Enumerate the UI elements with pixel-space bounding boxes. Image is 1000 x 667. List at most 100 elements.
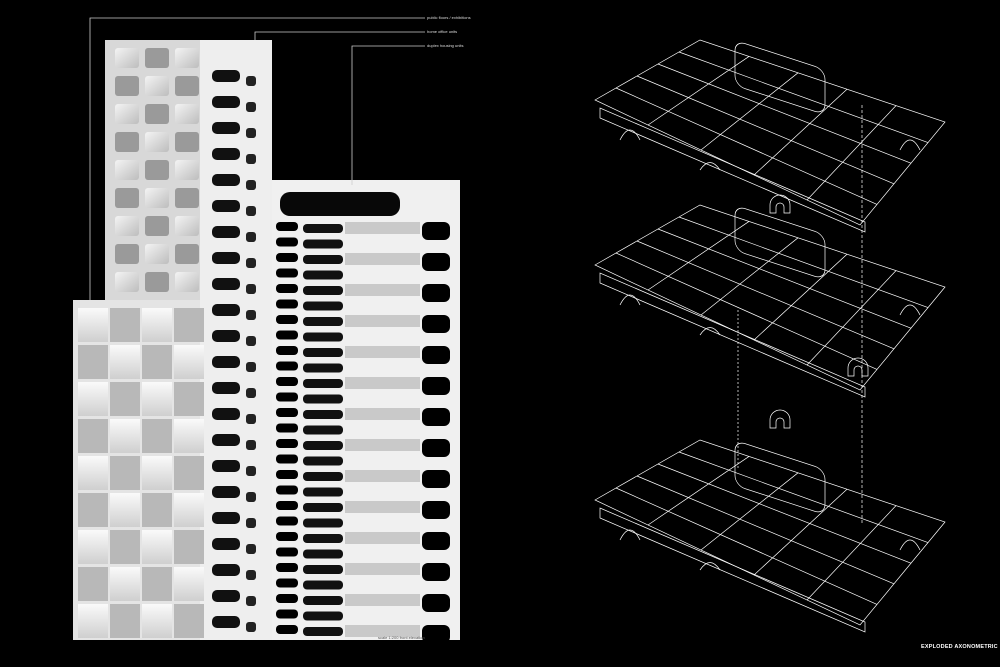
- balcony-opening: [212, 70, 240, 82]
- label-duplex-housing: duplex housing units: [427, 43, 464, 48]
- tower-window: [115, 216, 139, 236]
- balcony-opening: [212, 564, 240, 576]
- balcony-opening: [212, 200, 240, 212]
- tower-window: [145, 104, 169, 124]
- floor-plate: [594, 204, 946, 398]
- checker-cell: [142, 308, 172, 342]
- duplex-opening: [276, 299, 298, 309]
- checker-cell: [78, 456, 108, 490]
- duplex-opening: [276, 578, 298, 588]
- tower-window: [115, 48, 139, 68]
- duplex-opening: [276, 408, 298, 417]
- tower-window: [145, 244, 169, 264]
- checker-cell: [110, 567, 140, 601]
- tower-window: [175, 48, 199, 68]
- tower-window: [115, 188, 139, 208]
- duplex-opening: [276, 501, 298, 510]
- axonometric-title: EXPLODED AXONOMETRIC: [921, 644, 998, 650]
- checker-cell: [110, 604, 140, 638]
- balcony-opening: [212, 382, 240, 394]
- balcony-opening: [212, 486, 240, 498]
- balcony-opening: [212, 460, 240, 472]
- checker-cell: [78, 530, 108, 564]
- floor-plate: [594, 39, 946, 233]
- checker-cell: [78, 567, 108, 601]
- checker-cell: [174, 493, 204, 527]
- checker-cell: [78, 345, 108, 379]
- duplex-opening: [276, 625, 298, 634]
- label-home-office: home office units: [427, 29, 458, 34]
- tower-window: [115, 272, 139, 292]
- balcony-opening: [212, 512, 240, 524]
- tower-window: [115, 244, 139, 264]
- checker-cell: [110, 493, 140, 527]
- checker-cell: [110, 530, 140, 564]
- balcony-opening: [212, 304, 240, 316]
- checker-cell: [142, 493, 172, 527]
- checker-cell: [142, 604, 172, 638]
- tower-window: [175, 272, 199, 292]
- duplex-opening: [276, 470, 298, 479]
- tower-window: [145, 48, 169, 68]
- checker-cell: [142, 530, 172, 564]
- tower-window: [145, 216, 169, 236]
- scale-caption: scale 1:200 front elevation: [378, 635, 425, 640]
- checker-cell: [78, 382, 108, 416]
- duplex-opening: [276, 594, 298, 603]
- tower-window: [175, 104, 199, 124]
- tower-window: [175, 132, 199, 152]
- checker-cell: [78, 493, 108, 527]
- checker-cell: [78, 604, 108, 638]
- balcony-opening: [212, 408, 240, 420]
- checker-cell: [110, 419, 140, 453]
- duplex-opening: [276, 516, 298, 526]
- tower-window: [115, 76, 139, 96]
- checker-cell: [78, 419, 108, 453]
- duplex-opening: [276, 485, 298, 495]
- stair-core: [847, 357, 869, 377]
- stair-core: [769, 409, 791, 429]
- duplex-opening: [276, 609, 298, 619]
- tower-window: [145, 188, 169, 208]
- balcony-opening: [212, 96, 240, 108]
- tower-window: [175, 76, 199, 96]
- balcony-opening: [212, 330, 240, 342]
- balcony-opening: [212, 252, 240, 264]
- checker-cell: [110, 308, 140, 342]
- balcony-opening: [212, 616, 240, 628]
- checker-cell: [110, 345, 140, 379]
- duplex-opening: [276, 330, 298, 340]
- duplex-opening: [276, 361, 298, 371]
- tower-window: [175, 244, 199, 264]
- duplex-opening: [276, 532, 298, 541]
- duplex-opening: [276, 377, 298, 386]
- duplex-opening: [276, 346, 298, 355]
- balcony-opening: [212, 174, 240, 186]
- checker-cell: [174, 567, 204, 601]
- checker-cell: [174, 419, 204, 453]
- tower-window: [175, 216, 199, 236]
- duplex-opening: [276, 454, 298, 464]
- tower-window: [115, 132, 139, 152]
- tower-window: [145, 76, 169, 96]
- duplex-opening: [276, 439, 298, 448]
- front-elevation: [73, 17, 460, 643]
- balcony-opening: [212, 590, 240, 602]
- balcony-opening: [212, 148, 240, 160]
- duplex-opening: [276, 423, 298, 433]
- label-public-floors: public floors / exhibitions: [427, 15, 471, 20]
- balcony-opening: [212, 434, 240, 446]
- floor-plate: [594, 439, 946, 633]
- checker-cell: [142, 456, 172, 490]
- tower-window: [115, 104, 139, 124]
- duplex-opening: [276, 563, 298, 572]
- checker-cell: [174, 604, 204, 638]
- checker-cell: [174, 308, 204, 342]
- duplex-opening: [276, 392, 298, 402]
- balcony-opening: [212, 538, 240, 550]
- exploded-axonometric: [594, 39, 946, 633]
- tower-window: [175, 160, 199, 180]
- tower-window: [115, 160, 139, 180]
- checker-cell: [142, 345, 172, 379]
